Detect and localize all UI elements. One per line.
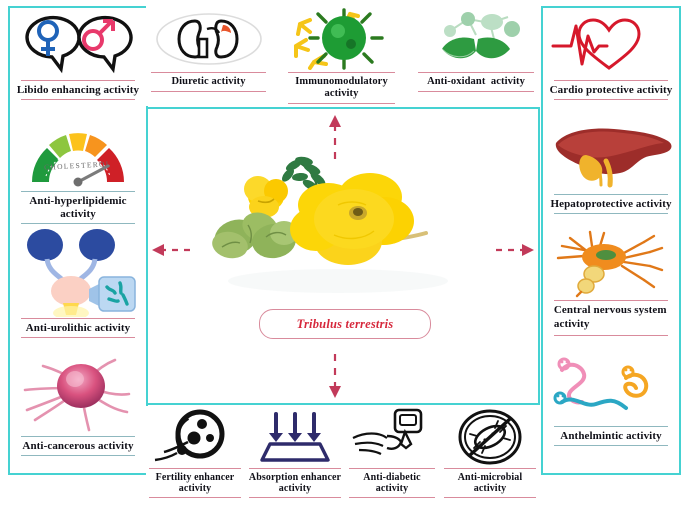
activity-label: Hepatoprotective activity: [550, 198, 672, 210]
activity-label: Libido enhancing activity: [16, 84, 140, 96]
activity-label: Immunomodulatory activity: [295, 76, 388, 99]
activity-label: Anti-hyperlipidemic activity: [29, 195, 127, 220]
activity-card-immunomodulatory: Immunomodulatory activity: [279, 6, 404, 106]
svg-text:CHOLESTEROL: CHOLESTEROL: [44, 159, 112, 172]
activity-card-diuretic: Diuretic activity: [146, 6, 271, 106]
arrow-left-dashed: [150, 243, 192, 257]
activity-label: Anthelmintic activity: [560, 430, 662, 442]
heart-ecg-icon: [543, 8, 679, 80]
gender-symbols-speech-bubbles-icon: [10, 8, 146, 80]
separator-line: [287, 72, 396, 73]
separator-line: [151, 72, 266, 73]
separator-line: [348, 497, 436, 499]
cancer-cell-icon: [10, 346, 146, 436]
arrow-right-dashed: [494, 243, 536, 257]
separator-line: [287, 102, 396, 104]
separator-line: [418, 72, 534, 73]
kidney-bladder-stones-icon: [10, 224, 146, 318]
separator-line: [553, 334, 669, 336]
arrow-down-dashed: [328, 352, 342, 400]
separator-line: [151, 90, 266, 92]
activity-label: Central nervous system activity: [553, 304, 667, 330]
separator-line: [553, 194, 669, 195]
separator-line: [553, 445, 669, 447]
activity-card-cns: Central nervous system activity: [543, 228, 679, 346]
center-panel: Tribulus terrestris: [146, 107, 540, 405]
separator-line: [553, 426, 669, 427]
arrow-up-dashed: [328, 113, 342, 161]
no-bacteria-icon: [440, 406, 540, 468]
worms-helminths-icon: [543, 346, 679, 426]
activity-card-anthelmintic: Anthelmintic activity: [543, 346, 679, 468]
separator-line: [20, 455, 136, 457]
glucometer-finger-prick-icon: [346, 406, 438, 468]
activity-label: Anti-oxidant activity: [427, 76, 525, 87]
activity-label: Diuretic activity: [171, 76, 246, 87]
separator-line: [553, 99, 669, 101]
downward-arrows-absorption-icon: [246, 406, 344, 468]
separator-line: [248, 468, 342, 469]
activity-label: Anti-microbial activity: [457, 472, 523, 495]
activity-label: Cardio protective activity: [549, 84, 673, 96]
separator-line: [444, 468, 536, 469]
separator-line: [248, 497, 342, 499]
separator-line: [553, 300, 669, 301]
separator-line: [418, 90, 534, 92]
separator-line: [20, 191, 136, 193]
species-name-box: Tribulus terrestris: [259, 309, 431, 339]
activity-label: Anti-urolithic activity: [25, 322, 131, 334]
separator-line: [20, 318, 136, 319]
activity-card-anti-oxidant: Anti-oxidant activity: [412, 6, 540, 106]
activity-label: Anti-cancerous activity: [22, 440, 134, 452]
separator-line: [553, 80, 669, 81]
separator-line: [348, 468, 436, 469]
virus-antibody-icon: [279, 6, 404, 72]
separator-line: [20, 99, 136, 101]
separator-line: [148, 497, 242, 499]
cholesterol-gauge-icon: CHOLESTEROL: [10, 122, 146, 191]
activity-card-anti-cancerous: Anti-cancerous activity: [10, 346, 146, 468]
separator-line: [20, 80, 136, 81]
activity-card-fertility-enhancer: Fertility enhancer activity: [146, 406, 244, 516]
activity-card-anti-microbial: Anti-microbial activity: [440, 406, 540, 516]
bottom-activity-row: Fertility enhancer activity Absorption e…: [146, 406, 540, 516]
sperm-ovum-icon: [146, 406, 244, 468]
separator-line: [20, 223, 136, 224]
species-name: Tribulus terrestris: [296, 316, 394, 331]
activity-label: Fertility enhancer activity: [155, 472, 235, 495]
liver-icon: [543, 118, 679, 194]
activity-card-libido: Libido enhancing activity: [10, 8, 146, 122]
separator-line: [444, 497, 536, 499]
antioxidant-leaves-molecule-icon: [412, 6, 540, 72]
separator-line: [20, 436, 136, 437]
top-activity-row: Diuretic activity: [146, 6, 540, 106]
activity-card-hepatoprotective: Hepatoprotective activity: [543, 118, 679, 228]
left-activity-column: Libido enhancing activity CHOLESTEROL: [8, 6, 148, 475]
activity-card-anti-urolithic: Anti-urolithic activity: [10, 224, 146, 346]
right-activity-column: Cardio protective activity Hepatoprotect…: [541, 6, 681, 475]
separator-line: [148, 468, 242, 469]
activity-card-absorption-enhancer: Absorption enhancer activity: [246, 406, 344, 516]
separator-line: [20, 337, 136, 339]
separator-line: [553, 213, 669, 215]
activity-card-anti-diabetic: Anti-diabetic activity: [346, 406, 438, 516]
activity-card-cardio-protective: Cardio protective activity: [543, 8, 679, 118]
neuron-icon: [543, 228, 679, 300]
tribulus-terrestris-plant-image: [188, 149, 488, 299]
activity-label: Absorption enhancer activity: [248, 472, 342, 495]
activity-label: Anti-diabetic activity: [363, 472, 421, 495]
activity-card-anti-hyperlipidemic: CHOLESTEROL Anti-hyperlipidemic activity: [10, 122, 146, 224]
kidneys-outline-icon: [146, 6, 271, 72]
